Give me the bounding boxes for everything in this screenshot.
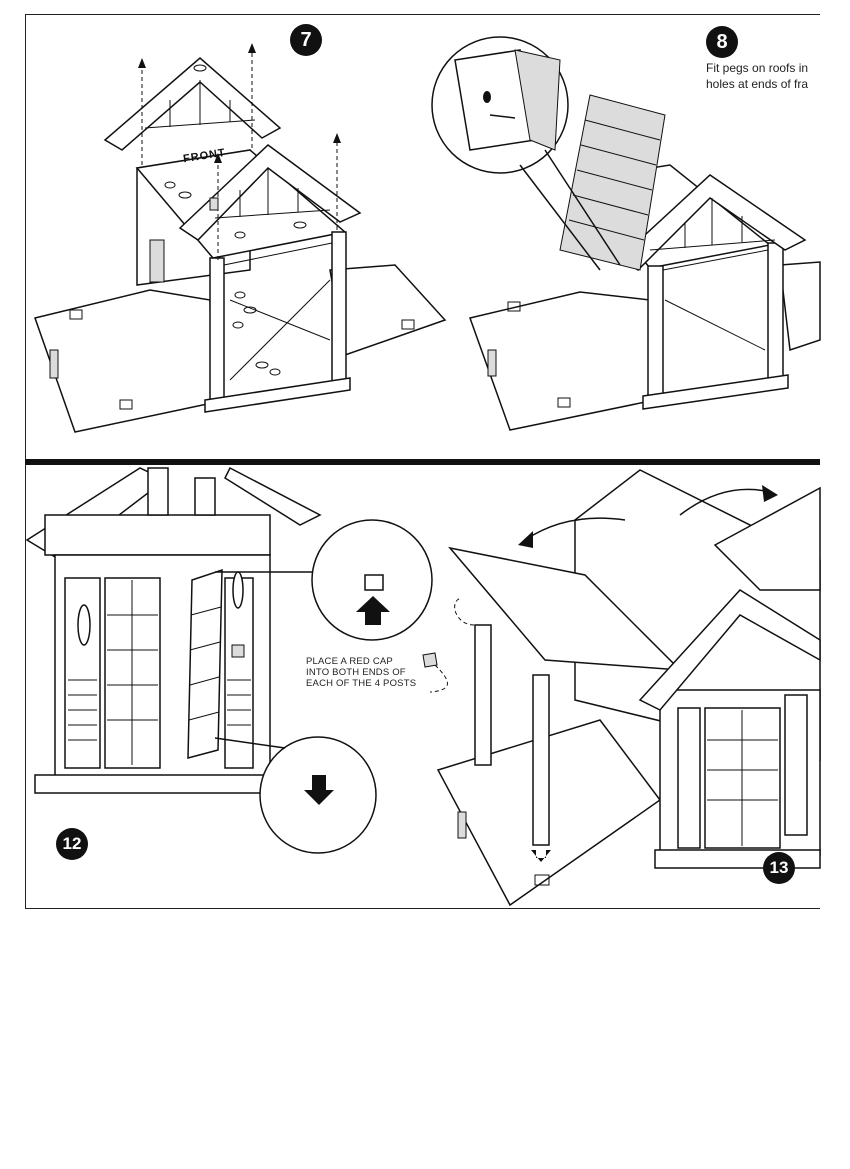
door-right-swinging: [187, 568, 223, 759]
front-gable: [638, 589, 821, 711]
shingled-roof-panel: [559, 94, 666, 271]
post: [474, 624, 492, 766]
post: [532, 674, 550, 846]
down-arrow-icon: [304, 775, 334, 805]
floor-diagonal: [229, 299, 331, 341]
up-arrow-icon: [356, 596, 390, 625]
front-lintel: [223, 242, 333, 266]
stair-detail: [149, 239, 165, 283]
shingle-lines: [568, 119, 661, 241]
step-badge: 13: [763, 852, 795, 884]
step-8-caption: Fit pegs on roofs in holes at ends of fr…: [706, 61, 809, 91]
step-badge: 12: [56, 828, 88, 860]
rotate-arrow-left: [524, 517, 626, 541]
cap-guide: [454, 597, 475, 626]
step-badge: 8: [706, 26, 738, 58]
right-panel: [224, 577, 254, 769]
down-arrow-icon: [531, 850, 551, 862]
front-roof-gable: [178, 144, 362, 241]
floor-peg: [401, 319, 415, 330]
floor-board-right: [779, 261, 821, 352]
step-badge: 7: [290, 24, 322, 56]
panel-divider: [25, 459, 820, 465]
roof-edge-right: [224, 466, 322, 526]
gable-band: [44, 514, 271, 556]
front-sill: [204, 377, 351, 413]
rotate-arrow-right: [679, 488, 771, 516]
floor-hinge: [49, 349, 59, 379]
stone-pattern: [164, 181, 307, 376]
floor-peg: [69, 309, 83, 320]
red-cap-icon: [422, 652, 438, 668]
floor-diagonal: [229, 279, 331, 381]
floor-peg: [119, 399, 133, 410]
right-roof-panel: [713, 486, 821, 591]
rear-roof-gable: [103, 57, 282, 151]
red-cap-instruction: PLACE A RED CAP INTO BOTH ENDS OF EACH O…: [306, 656, 417, 689]
